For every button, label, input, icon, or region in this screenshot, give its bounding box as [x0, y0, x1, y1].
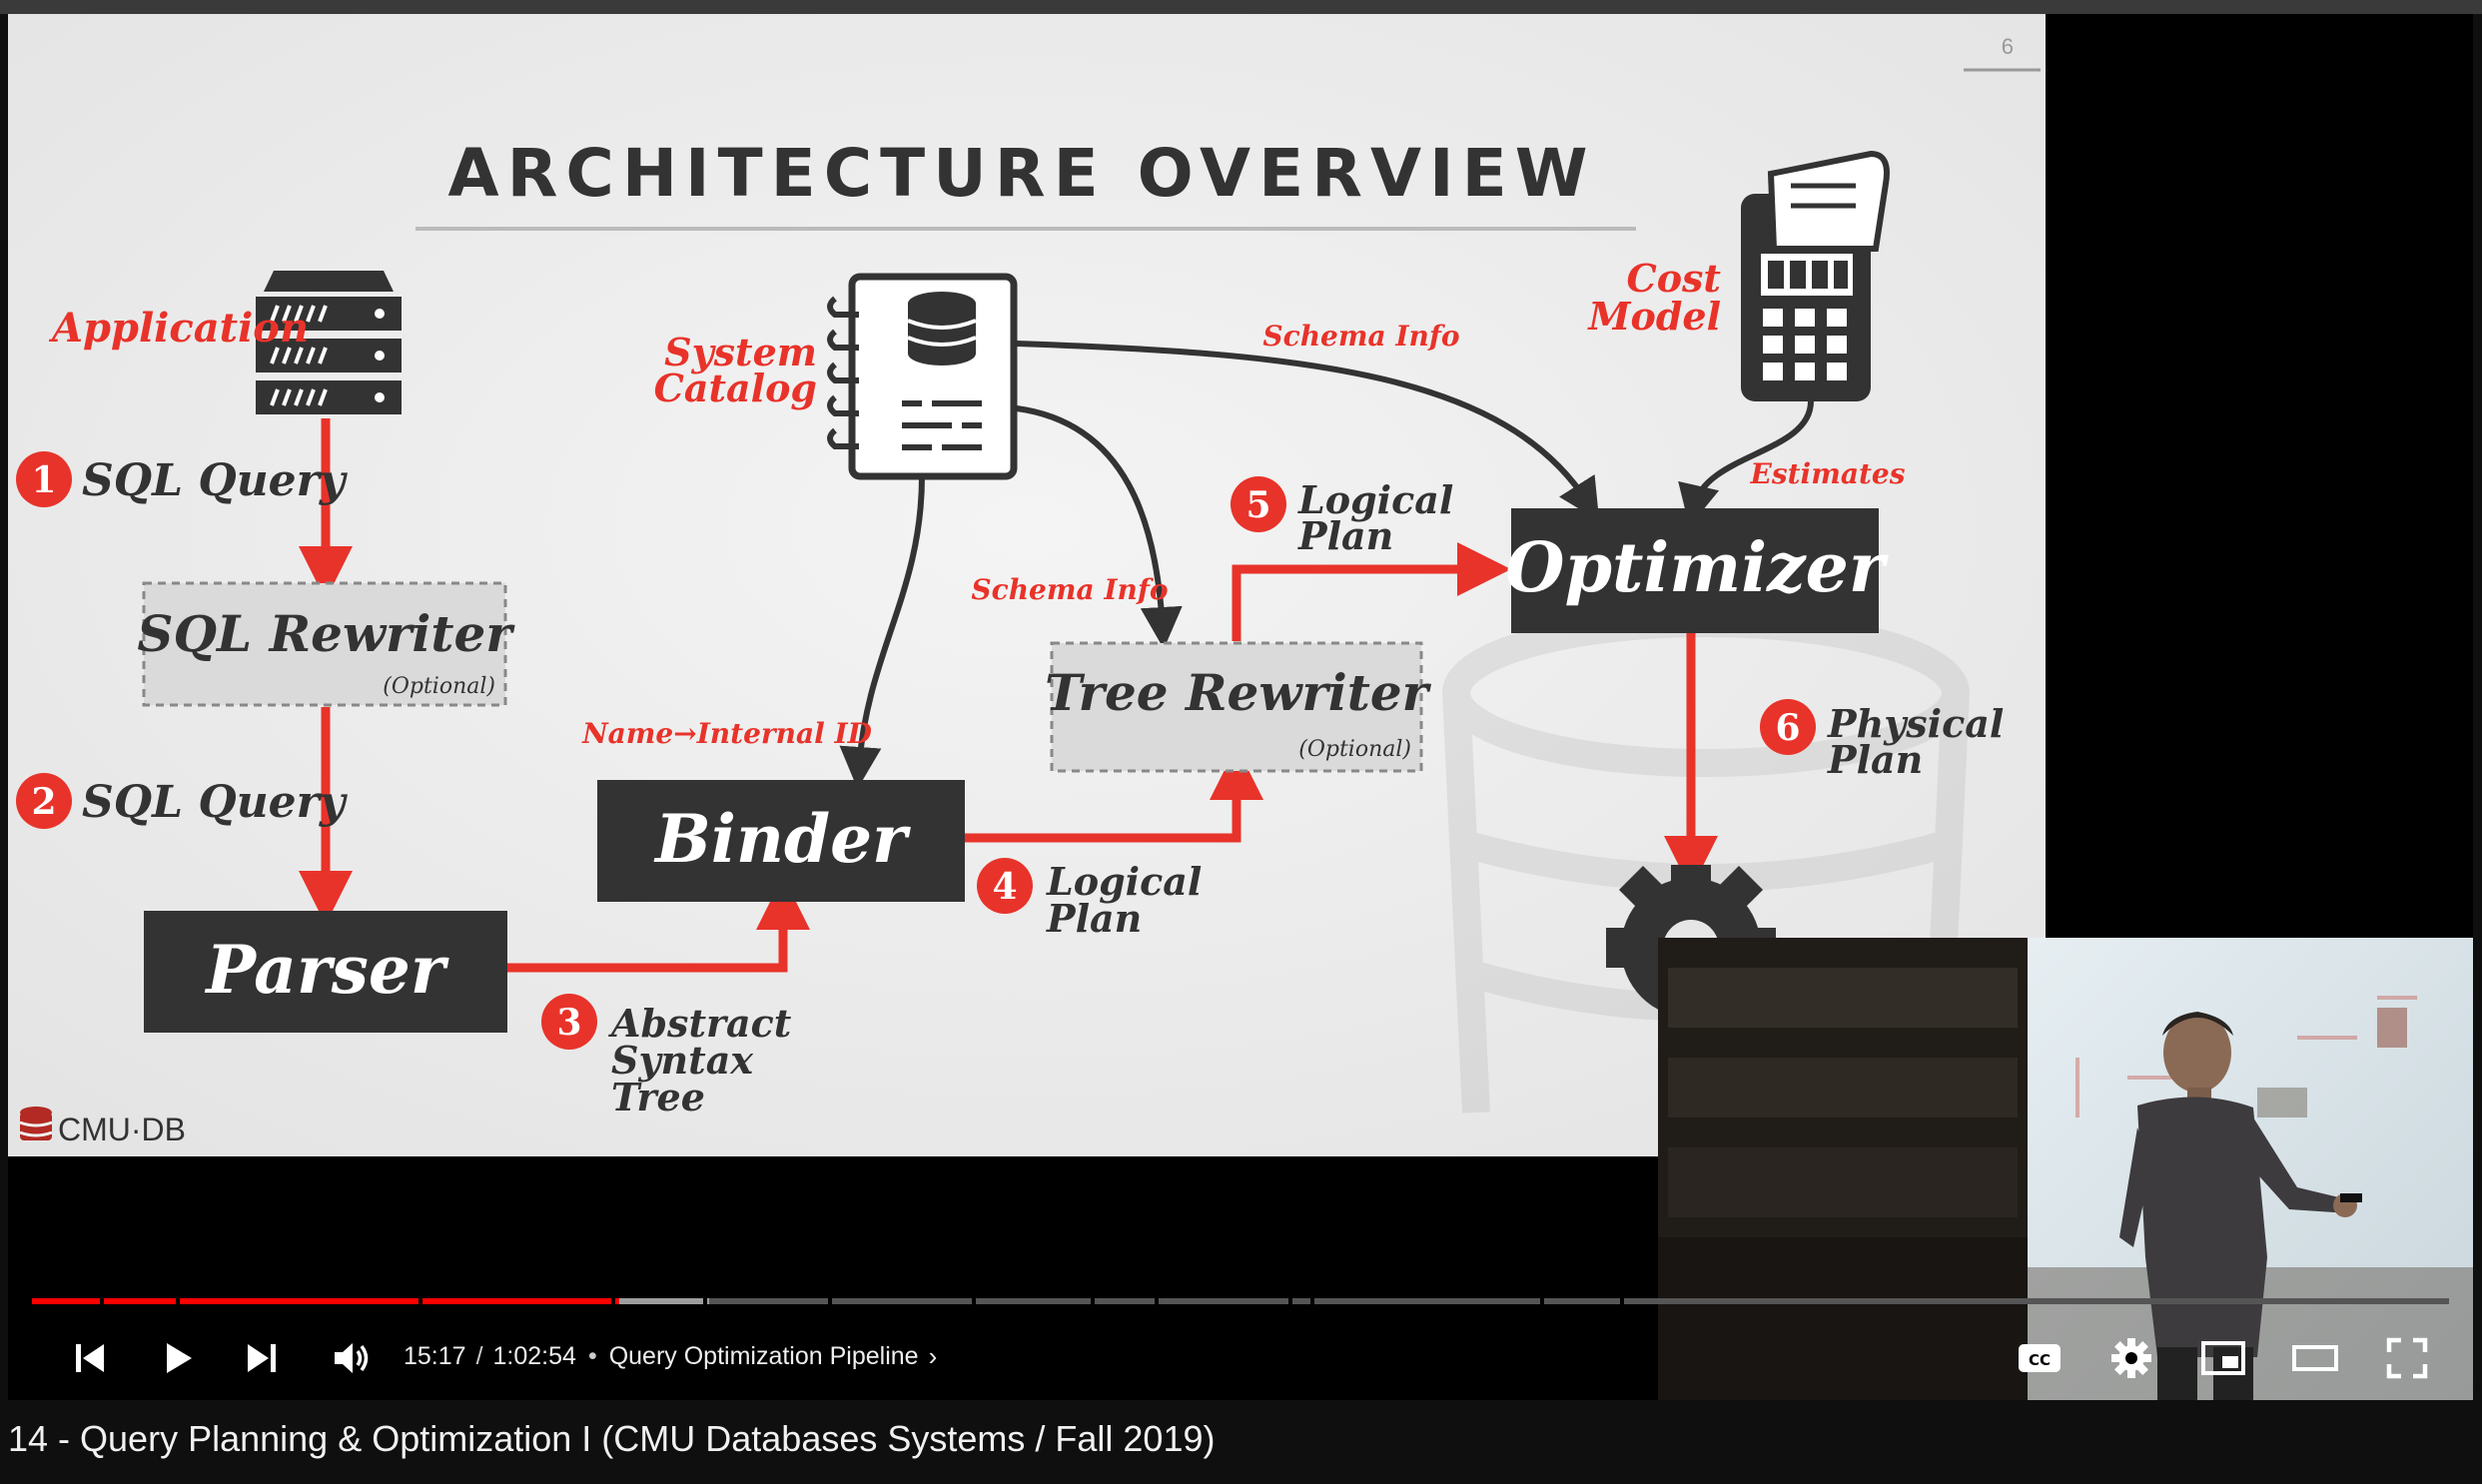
- parser-label: Parser: [204, 931, 449, 1009]
- chapter-button[interactable]: Query Optimization Pipeline ›: [609, 1341, 938, 1372]
- sql-rewriter-optional: (Optional): [383, 674, 495, 699]
- duration: 1:02:54: [492, 1341, 576, 1370]
- step-2-text: SQL Query: [82, 777, 349, 828]
- skip-previous-icon: [76, 1344, 104, 1372]
- fullscreen-icon: [2386, 1337, 2428, 1379]
- schema-info-top-label: Schema Info: [1262, 320, 1459, 353]
- seek-played: [32, 1298, 619, 1304]
- optimizer-label: Optimizer: [1505, 528, 1889, 608]
- video-title: 14 - Query Planning & Optimization I (CM…: [8, 1418, 1216, 1459]
- optimizer-box: Optimizer: [1505, 508, 1889, 633]
- calculator-icon: [1741, 150, 1890, 401]
- binder-box: Binder: [597, 780, 965, 902]
- server-icon: [256, 271, 402, 414]
- sql-rewriter-box: SQL Rewriter (Optional): [137, 581, 515, 707]
- slide-page-number: 6: [2002, 34, 2014, 59]
- step-6-number: 6: [1775, 707, 1800, 749]
- chapter-gaps: [100, 1298, 1624, 1304]
- step-5-number: 5: [1245, 484, 1270, 526]
- step-4-text-line2: Plan: [1046, 896, 1142, 941]
- step-3-text-line1: Abstract: [608, 1001, 792, 1046]
- step-5-text-line2: Plan: [1297, 513, 1393, 558]
- step-3-text-line2: Syntax: [611, 1038, 754, 1083]
- settings-button[interactable]: [2103, 1330, 2159, 1386]
- seek-bar[interactable]: [32, 1298, 2449, 1304]
- name-internal-id-label: Name→Internal ID: [581, 717, 873, 750]
- time-display: 15:17 / 1:02:54 • Query Optimization Pip…: [404, 1334, 937, 1378]
- current-time: 15:17: [404, 1341, 466, 1370]
- gear-icon: [2111, 1338, 2151, 1378]
- system-catalog-label-line1: System: [664, 330, 817, 374]
- step-4-number: 4: [992, 866, 1017, 908]
- seek-track[interactable]: [32, 1298, 2449, 1304]
- step-3-text-line3: Tree: [611, 1075, 705, 1119]
- lecture-slide: 6 ARCHITECTURE OVERVIEW Application: [8, 14, 2046, 1156]
- captions-button[interactable]: CC: [2012, 1330, 2068, 1386]
- step-5-text-line1: Logical: [1297, 477, 1453, 522]
- step-5: 5 Logical Plan: [1231, 476, 1453, 558]
- step-3: 3 Abstract Syntax Tree: [541, 994, 792, 1119]
- fullscreen-button[interactable]: [2379, 1330, 2435, 1386]
- video-player[interactable]: 6 ARCHITECTURE OVERVIEW Application: [8, 14, 2473, 1400]
- parser-box: Parser: [144, 911, 507, 1033]
- system-catalog-label-line2: Catalog: [654, 366, 817, 410]
- step-4: 4 Logical Plan: [977, 858, 1202, 941]
- step-1-number: 1: [31, 459, 56, 501]
- step-2: 2 SQL Query: [16, 773, 349, 829]
- cost-model-label-line2: Model: [1586, 294, 1721, 339]
- schema-info-mid-label: Schema Info: [971, 573, 1168, 606]
- skip-next-icon: [248, 1344, 276, 1372]
- time-separator: /: [475, 1341, 483, 1370]
- application-label: Application: [48, 305, 309, 352]
- step-6: 6 Physical Plan: [1760, 699, 2004, 782]
- miniplayer-icon: [2201, 1341, 2245, 1375]
- pipeline-arrows: [299, 418, 1718, 973]
- chapter-bullet: •: [587, 1341, 597, 1370]
- step-1-text: SQL Query: [82, 455, 349, 506]
- slide-title: ARCHITECTURE OVERVIEW: [447, 135, 1595, 212]
- tree-rewriter-optional: (Optional): [1298, 737, 1411, 762]
- play-icon: [167, 1343, 192, 1373]
- step-6-text-line1: Physical: [1827, 701, 2004, 746]
- tree-rewriter-label: Tree Rewriter: [1045, 663, 1432, 722]
- binder-label: Binder: [653, 800, 911, 878]
- step-3-number: 3: [556, 1002, 581, 1044]
- player-controls: 15:17 / 1:02:54 • Query Optimization Pip…: [8, 1312, 2473, 1400]
- step-4-text-line1: Logical: [1046, 859, 1202, 904]
- next-button[interactable]: [234, 1330, 290, 1386]
- webcam-inset: [1658, 938, 2473, 1400]
- catalog-notebook-icon: [827, 273, 1018, 480]
- step-1: 1 SQL Query: [16, 451, 349, 507]
- theater-mode-icon: [2292, 1345, 2338, 1371]
- step-2-number: 2: [31, 781, 56, 823]
- miniplayer-button[interactable]: [2195, 1330, 2251, 1386]
- previous-button[interactable]: [62, 1330, 118, 1386]
- estimates-label: Estimates: [1750, 457, 1906, 490]
- play-button[interactable]: [150, 1330, 206, 1386]
- volume-button[interactable]: [324, 1330, 380, 1386]
- tree-rewriter-box: Tree Rewriter (Optional): [1045, 641, 1432, 773]
- svg-text:CC: CC: [2029, 1351, 2051, 1369]
- cmu-db-logo: CMU·DB: [19, 1107, 186, 1147]
- schema-links: [839, 341, 1814, 789]
- chevron-right-icon: ›: [928, 1340, 938, 1371]
- chapter-title: Query Optimization Pipeline: [608, 1341, 919, 1370]
- closed-captions-icon: CC: [2019, 1344, 2061, 1372]
- step-6-text-line2: Plan: [1827, 737, 1923, 782]
- title-strip: [0, 1400, 2482, 1484]
- theater-mode-button[interactable]: [2287, 1330, 2343, 1386]
- cmu-db-logo-text: CMU·DB: [58, 1112, 186, 1147]
- top-bar: [0, 0, 2482, 14]
- cost-model-label-line1: Cost: [1626, 256, 1721, 301]
- volume-icon: [335, 1343, 369, 1373]
- sql-rewriter-label: SQL Rewriter: [137, 604, 515, 663]
